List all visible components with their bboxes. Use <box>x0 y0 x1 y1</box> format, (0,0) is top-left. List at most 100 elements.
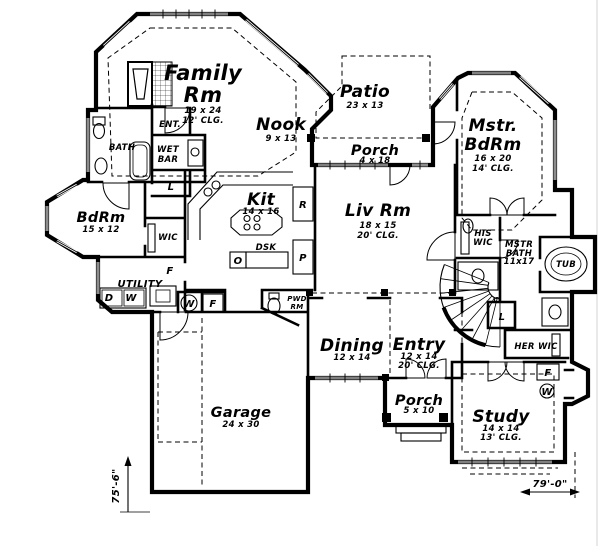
front-porch-label: Porch <box>395 393 443 409</box>
rear-porch-size: 4 x 18 <box>359 156 391 166</box>
liv-rm-label: Liv Rm <box>345 201 411 221</box>
wall-nodes <box>306 134 456 422</box>
stair-treads <box>440 264 501 347</box>
stair-outer-wall <box>441 306 487 348</box>
patio-outline <box>315 55 431 139</box>
dryer-label: D <box>105 293 114 304</box>
utility-label: UTILITY <box>118 279 164 290</box>
cooktop-burner-icon <box>243 214 251 223</box>
dim-arrow-right-icon <box>570 488 580 496</box>
oven-box <box>229 251 247 269</box>
furnace-box <box>202 293 224 313</box>
mstr-bath-fixtures <box>147 218 588 357</box>
fixture-letters: L L R P O F F F W W D W <box>105 182 553 398</box>
kitchen-island <box>230 209 283 236</box>
study-f-box <box>536 363 560 381</box>
entry-label: Entry <box>393 335 446 355</box>
front-porch-size: 5 x 10 <box>404 406 435 416</box>
rear-porch-label: Porch <box>351 143 399 159</box>
nook-size: 9 x 13 <box>266 134 297 144</box>
bath-sink-icon <box>94 157 108 175</box>
washer-box <box>123 289 145 307</box>
study-door-left <box>487 361 508 382</box>
mstr-double-door-right <box>506 197 525 216</box>
freezer-box <box>149 285 177 307</box>
family-rm-label2: Rm <box>184 83 223 107</box>
livrm-hall-door <box>426 231 456 261</box>
wetbar-counter <box>187 139 204 167</box>
pwd-rm-label2: RM <box>291 303 304 311</box>
wetbar-fixtures <box>187 139 204 167</box>
study-w-circle <box>539 383 555 399</box>
linen-l-label: L <box>499 312 506 323</box>
tub-inner <box>550 252 582 276</box>
liv-rm-size: 18 x 15 <box>359 221 396 231</box>
porch-column <box>439 413 448 422</box>
freezer-label: F <box>166 266 173 277</box>
linen-l-label: L <box>168 182 175 193</box>
her-wic-label: HER WIC <box>514 342 558 352</box>
curved-staircase <box>439 264 501 348</box>
stair-inner-rail <box>487 282 501 300</box>
entry-size: 12 x 14 <box>400 352 437 362</box>
entry-ceiling-lines <box>389 300 463 376</box>
water-heater-label: W <box>183 299 195 310</box>
room-labels: Family Rm 19 x 24 12' CLG. Nook 9 x 13 P… <box>77 61 576 443</box>
bdrm-wic-rod <box>147 223 156 253</box>
pantry-box <box>292 239 314 275</box>
family-ceiling-outline <box>107 27 297 177</box>
pwd-rm-label: PWD <box>287 295 307 303</box>
study-ceiling-outline <box>461 373 555 453</box>
her-wic-rod <box>551 333 561 357</box>
patio-size: 23 x 13 <box>346 101 383 111</box>
interior-walls <box>86 78 575 427</box>
kit-label: Kit <box>247 190 276 210</box>
dim-arrow-left-icon <box>520 488 530 496</box>
study-door-right <box>504 361 525 382</box>
family-rm-label: Family <box>164 61 243 85</box>
porch-column <box>422 134 430 142</box>
refrigerator-box <box>292 186 314 222</box>
study-w-label: W <box>541 387 553 398</box>
freezer-inner <box>155 289 171 303</box>
nook-label: Nook <box>256 115 307 135</box>
furnace-label: F <box>209 299 216 310</box>
water-heater-icon <box>180 294 198 312</box>
wet-bar-label2: BAR <box>158 155 179 165</box>
cooktop-burner-icon <box>253 214 261 223</box>
dsk-label: DSK <box>256 243 278 253</box>
garage-size: 24 x 30 <box>222 420 259 430</box>
garage-label: Garage <box>211 405 272 421</box>
oven-label: O <box>234 256 243 267</box>
wetbar-sink-icon <box>190 147 200 157</box>
bathtub-inner <box>132 144 148 178</box>
cooktop-burner-icon <box>253 223 261 231</box>
mstr-bath-label: MSTR <box>505 240 533 250</box>
kitchen-fixtures <box>187 171 314 275</box>
family-rm-clg: 12' CLG. <box>182 116 224 126</box>
washer-label: W <box>125 293 137 304</box>
family-window-ticks <box>162 9 216 19</box>
patio-label: Patio <box>340 82 390 102</box>
study-size: 14 x 14 <box>482 424 519 434</box>
mstr-bath-label2: BATH <box>506 249 532 259</box>
dining-label: Dining <box>320 336 384 356</box>
dim-width-label: 79'-0" <box>532 479 567 490</box>
toilet-tank-icon <box>92 116 106 126</box>
entry-clg: 20' CLG. <box>398 361 440 371</box>
dimension-left: 75'-6" <box>111 456 150 513</box>
wic-label: WIC <box>158 233 178 243</box>
bathtub-icon <box>129 141 151 181</box>
mstr-bdrm-clg: 14' CLG. <box>472 164 514 174</box>
bdrm-door <box>102 182 130 210</box>
kitchen-sink-icon <box>203 187 213 197</box>
porch-column <box>307 134 315 142</box>
mstr-bdrm-size: 16 x 20 <box>474 154 511 164</box>
kit-size: 14 x 16 <box>242 207 279 217</box>
bdrm-size: 15 x 12 <box>82 225 119 235</box>
family-fireplace <box>127 61 173 107</box>
mstr-ceiling-outline <box>461 91 543 231</box>
his-wic-label: HIS <box>474 229 491 239</box>
dining-size: 12 x 14 <box>333 353 370 363</box>
